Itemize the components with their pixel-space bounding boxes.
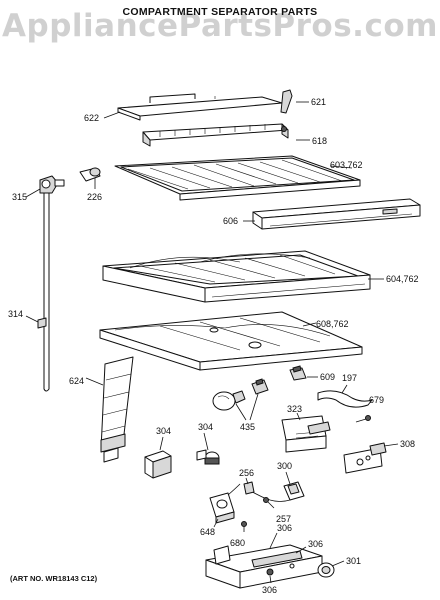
callout-680: 680: [230, 538, 245, 548]
callout-609: 609: [320, 372, 335, 382]
part-314-clip[interactable]: [37, 317, 47, 329]
callout-197: 197: [342, 373, 357, 383]
part-323-housing[interactable]: [281, 415, 331, 453]
leader-648: [213, 518, 219, 528]
callout-622: 622: [84, 113, 99, 123]
leader-314: [25, 315, 39, 323]
part-622-cover[interactable]: [117, 93, 283, 121]
part-618-louver[interactable]: [142, 123, 289, 147]
part-603-shelf[interactable]: [114, 155, 361, 201]
leader-306b: [295, 546, 307, 554]
callout-679: 679: [369, 395, 384, 405]
callout-618: 618: [312, 136, 327, 146]
part-301-knob[interactable]: [317, 562, 335, 578]
part-306-housing[interactable]: [205, 544, 323, 589]
part-608-pan[interactable]: [99, 311, 363, 371]
callout-604-762: 604,762: [386, 274, 419, 284]
callout-301: 301: [346, 556, 361, 566]
callout-300: 300: [277, 461, 292, 471]
part-624-duct[interactable]: [100, 356, 134, 463]
leader-323: [296, 412, 301, 421]
part-680-screw[interactable]: [241, 521, 247, 533]
part-lamp-bulb[interactable]: [212, 390, 246, 411]
callout-226: 226: [87, 192, 102, 202]
part-621-pin[interactable]: [280, 89, 293, 114]
part-257-screw[interactable]: [263, 497, 275, 509]
callout-315: 315: [12, 192, 27, 202]
part-197-spring[interactable]: [317, 390, 373, 408]
callout-648: 648: [200, 527, 215, 537]
leader-624: [85, 377, 104, 386]
callout-304-a: 304: [156, 426, 171, 436]
callout-306-a: 306: [277, 523, 292, 533]
art-number: (ART NO. WR18143 C12): [10, 574, 98, 583]
part-304-block[interactable]: [144, 450, 172, 479]
leader-306a: [269, 532, 278, 549]
part-315-rod[interactable]: [39, 175, 65, 392]
leader-603: [329, 165, 353, 169]
leader-435b: [249, 393, 259, 421]
callout-306-c: 306: [262, 585, 277, 595]
leader-304b: [203, 432, 209, 451]
part-300-connector[interactable]: [283, 481, 305, 501]
leader-304a: [159, 436, 164, 451]
leader-435a: [235, 403, 247, 421]
part-606-trim[interactable]: [252, 198, 421, 230]
callout-323: 323: [287, 404, 302, 414]
callout-608-762: 608,762: [316, 319, 349, 329]
leader-300: [285, 471, 291, 485]
part-lamp-socket[interactable]: [251, 378, 269, 395]
leader-315: [25, 188, 41, 198]
callout-624: 624: [69, 376, 84, 386]
leader-308: [383, 443, 399, 447]
callout-304-b: 304: [198, 422, 213, 432]
callout-314: 314: [8, 309, 23, 319]
leader-301: [331, 560, 345, 567]
part-679-screw[interactable]: [355, 415, 371, 423]
callout-256: 256: [239, 468, 254, 478]
leader-197: [341, 384, 348, 394]
callout-603-762: 603,762: [330, 160, 363, 170]
leader-608: [302, 322, 317, 327]
leader-256: [245, 477, 249, 485]
callout-306-b: 306: [308, 539, 323, 549]
diagram-title: COMPARTMENT SEPARATOR PARTS: [122, 6, 318, 18]
leader-622: [103, 111, 121, 119]
part-648-motor[interactable]: [209, 483, 241, 524]
part-304-knob[interactable]: [196, 449, 220, 465]
part-609[interactable]: [289, 365, 307, 381]
callout-621: 621: [311, 97, 326, 107]
part-256-wire[interactable]: [243, 481, 291, 502]
callout-308: 308: [400, 439, 415, 449]
leader-306c: [269, 575, 272, 584]
callout-257: 257: [276, 514, 291, 524]
watermark-text: AppliancePartsPros.com: [2, 8, 438, 44]
callout-435: 435: [240, 422, 255, 432]
callout-606: 606: [223, 216, 238, 226]
part-604-pan[interactable]: [102, 250, 371, 303]
part-226-knob[interactable]: [79, 167, 101, 182]
part-308-bracket[interactable]: [343, 442, 387, 474]
